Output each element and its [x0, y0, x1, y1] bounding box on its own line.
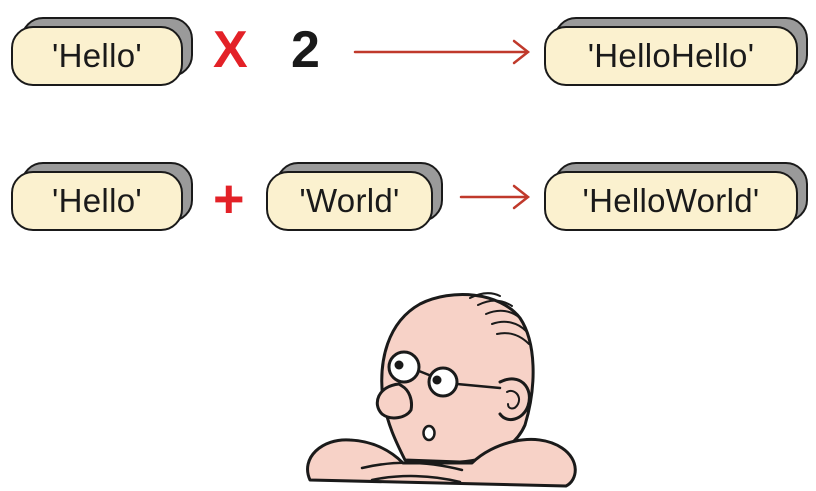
hello-string-box-row1: 'Hello' — [11, 17, 193, 86]
multiply-operator: X — [213, 21, 248, 79]
arrow-right-icon — [459, 184, 531, 210]
world-string-label: 'World' — [266, 171, 433, 231]
hello-string-label-row2: 'Hello' — [11, 171, 183, 231]
result-string-box-row2: 'HelloWorld' — [544, 162, 808, 231]
arrow-right-icon — [353, 39, 531, 65]
world-string-box: 'World' — [266, 162, 443, 231]
hello-string-box-row2: 'Hello' — [11, 162, 193, 231]
cartoon-man-peeking-icon — [306, 292, 577, 488]
result-string-box-row1: 'HelloHello' — [544, 17, 808, 86]
plus-operator: + — [213, 169, 245, 229]
result-string-label-row1: 'HelloHello' — [544, 26, 798, 86]
result-string-label-row2: 'HelloWorld' — [544, 171, 798, 231]
multiplier-value: 2 — [291, 21, 320, 79]
hello-string-label-row1: 'Hello' — [11, 26, 183, 86]
